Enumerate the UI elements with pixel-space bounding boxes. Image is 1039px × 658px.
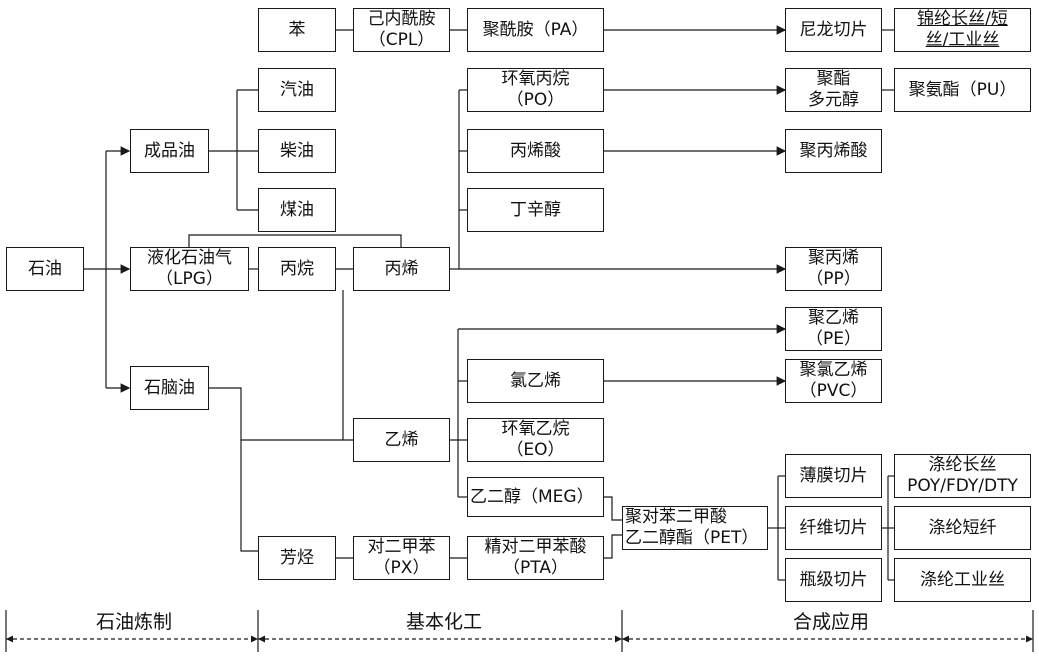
node-label: 乙二醇（MEG）	[470, 486, 594, 507]
node-propane: 丙烷	[258, 247, 336, 291]
node-label: 芳烃	[280, 547, 314, 568]
node-label: 尼龙切片	[799, 19, 868, 40]
node-pvc: 聚氯乙烯 （PVC）	[785, 359, 882, 403]
node-benzene: 苯	[258, 8, 336, 52]
node-label: 石脑油	[144, 377, 195, 398]
node-polyester-polyol: 聚酯 多元醇	[785, 68, 882, 112]
node-pa: 聚酰胺（PA）	[467, 8, 604, 52]
node-ethylene: 乙烯	[353, 418, 450, 462]
node-lpg: 液化石油气 （LPG）	[130, 247, 249, 291]
node-px: 对二甲苯 （PX）	[353, 536, 450, 580]
node-label: 乙烯	[384, 429, 419, 450]
node-crude-oil: 石油	[6, 247, 84, 291]
node-polyester-industrial: 涤纶工业丝	[894, 558, 1031, 602]
node-po: 环氧丙烷 （PO）	[467, 68, 604, 112]
node-label: 瓶级切片	[799, 569, 868, 590]
node-pu: 聚氨酯（PU）	[894, 68, 1031, 112]
node-label: 涤纶短纤	[928, 517, 997, 538]
node-meg: 乙二醇（MEG）	[467, 477, 604, 517]
node-pta: 精对二甲苯酸 （PTA）	[467, 536, 604, 580]
node-label: 氯乙烯	[510, 370, 561, 391]
node-pp: 聚丙烯 （PP）	[785, 247, 882, 291]
node-label: 聚丙烯酸	[799, 140, 868, 161]
node-label: 聚酯 多元醇	[808, 69, 859, 110]
node-label: 成品油	[144, 140, 195, 161]
node-diesel: 柴油	[258, 129, 336, 173]
node-label: 汽油	[280, 79, 314, 100]
node-label: 柴油	[280, 140, 314, 161]
node-label: 精对二甲苯酸 （PTA）	[484, 537, 587, 578]
node-pet: 聚对苯二甲酸 乙二醇酯（PET）	[622, 506, 768, 550]
node-film-chip: 薄膜切片	[785, 454, 882, 498]
node-label: 聚丙烯 （PP）	[806, 248, 861, 289]
node-vcm: 氯乙烯	[467, 359, 604, 403]
node-eo: 环氧乙烷 （EO）	[467, 418, 604, 462]
node-label: 聚酰胺（PA）	[482, 19, 589, 40]
node-acrylic-acid: 丙烯酸	[467, 129, 604, 173]
phase-text: 合成应用	[792, 611, 869, 633]
node-label: 丙烯	[384, 258, 419, 279]
node-aromatics: 芳烃	[258, 536, 336, 580]
node-label: 对二甲苯 （PX）	[367, 537, 436, 578]
node-label: 煤油	[280, 199, 314, 220]
node-fiber-chip: 纤维切片	[785, 506, 882, 550]
node-label: 丙烯酸	[510, 140, 561, 161]
node-naphtha: 石脑油	[130, 366, 209, 410]
node-label: 丙烷	[280, 258, 314, 279]
node-label: 环氧丙烷 （PO）	[501, 69, 570, 110]
node-refined-oil: 成品油	[130, 129, 209, 173]
node-label: 锦纶长丝/短 丝/工业丝	[917, 9, 1008, 50]
node-bottle-chip: 瓶级切片	[785, 558, 882, 602]
phase-label-synthesis: 合成应用	[769, 610, 893, 634]
node-label: 己内酰胺 （CPL）	[367, 9, 436, 50]
node-label: 苯	[288, 19, 306, 40]
node-label: 涤纶长丝 POY/FDY/DTY	[907, 455, 1018, 496]
phase-label-refining: 石油炼制	[72, 610, 196, 634]
node-label: 聚对苯二甲酸 乙二醇酯（PET）	[625, 507, 759, 548]
node-label: 纤维切片	[799, 517, 868, 538]
node-polyester-staple: 涤纶短纤	[894, 506, 1031, 550]
node-label: 聚氯乙烯 （PVC）	[799, 360, 868, 401]
node-gasoline: 汽油	[258, 68, 336, 112]
node-polyacrylic-acid: 聚丙烯酸	[785, 129, 882, 173]
node-label: 石油	[28, 258, 62, 279]
node-polyester-filament: 涤纶长丝 POY/FDY/DTY	[894, 454, 1031, 498]
phase-axis	[5, 610, 1034, 652]
node-label: 液化石油气 （LPG）	[147, 248, 232, 289]
node-label: 薄膜切片	[799, 465, 868, 486]
node-nylon-yarn: 锦纶长丝/短 丝/工业丝	[894, 8, 1031, 52]
phase-text: 石油炼制	[95, 611, 172, 633]
node-nylon-chip: 尼龙切片	[785, 8, 882, 52]
node-kerosene: 煤油	[258, 188, 336, 232]
node-label: 聚乙烯 （PE）	[806, 308, 861, 349]
node-label: 环氧乙烷 （EO）	[501, 419, 570, 460]
phase-label-basic-chemicals: 基本化工	[382, 610, 506, 634]
phase-text: 基本化工	[405, 611, 482, 633]
node-pe: 聚乙烯 （PE）	[785, 307, 882, 351]
node-label: 聚氨酯（PU）	[908, 79, 1017, 100]
node-label: 涤纶工业丝	[920, 569, 1005, 590]
node-octanol: 丁辛醇	[467, 188, 604, 232]
node-label: 丁辛醇	[510, 199, 561, 220]
node-cpl: 己内酰胺 （CPL）	[353, 8, 450, 52]
node-propylene: 丙烯	[353, 247, 450, 291]
